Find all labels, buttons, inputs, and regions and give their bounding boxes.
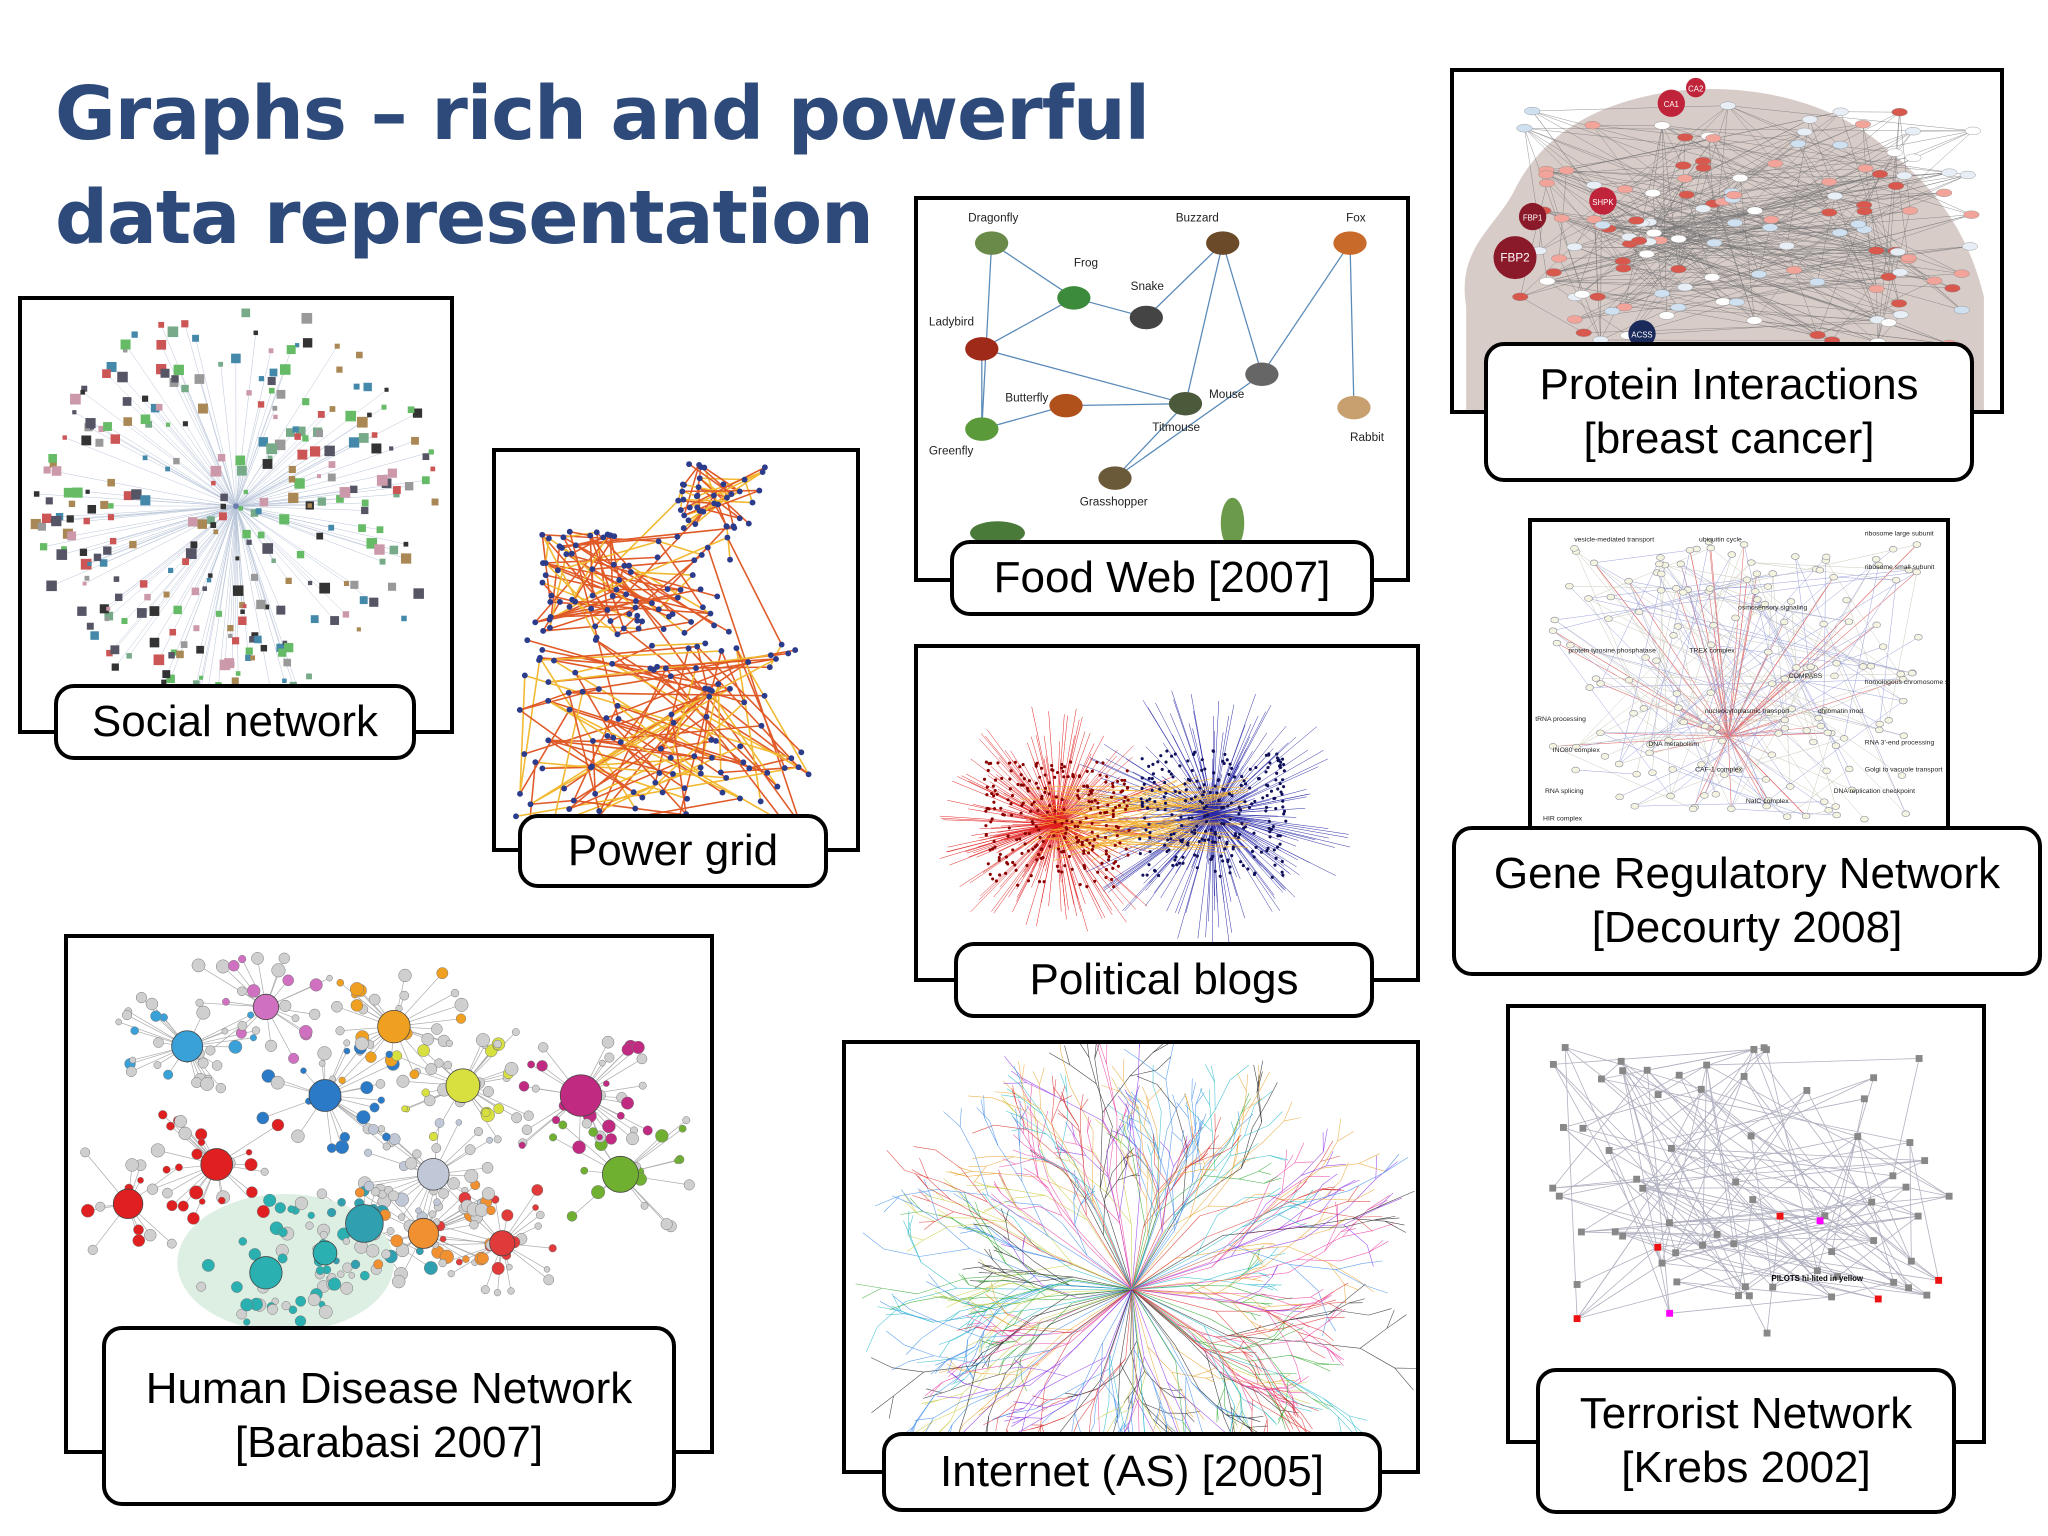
internet-caption-text: Internet (AS) [2005] bbox=[940, 1447, 1324, 1496]
internet-edges bbox=[855, 1044, 1416, 1470]
svg-text:Rabbit: Rabbit bbox=[1350, 431, 1385, 444]
svg-text:tRNA processing: tRNA processing bbox=[1535, 716, 1586, 723]
terrorist-network-panel: PILOTS hi-lited in yellow bbox=[1506, 1004, 1986, 1444]
svg-text:SHPK: SHPK bbox=[1592, 198, 1614, 207]
gene-regulatory-panel: vesicle-mediated transport ubiquitin cycl… bbox=[1528, 518, 1950, 838]
svg-text:Dragonfly: Dragonfly bbox=[968, 212, 1018, 225]
svg-text:Mouse: Mouse bbox=[1209, 388, 1245, 401]
protein-caption-line-1: Protein Interactions bbox=[1539, 360, 1919, 409]
svg-text:Buzzard: Buzzard bbox=[1176, 212, 1219, 225]
political-blogs-caption: Political blogs bbox=[954, 942, 1374, 1018]
power-grid-caption: Power grid bbox=[518, 814, 828, 888]
svg-text:homologous chromosome segregat: homologous chromosome segregation bbox=[1865, 679, 1946, 686]
social-network-caption-text: Social network bbox=[91, 697, 379, 746]
gene-edges bbox=[1552, 541, 1919, 820]
food-animals bbox=[965, 231, 1371, 549]
food-labels: Dragonfly Buzzard FoxFrogSnakeLadybirdButt… bbox=[929, 212, 1385, 509]
gene-labels: vesicle-mediated transport ubiquitin cycl… bbox=[1535, 531, 1946, 823]
terrorist-network-caption: Terrorist Network [Krebs 2002] bbox=[1536, 1368, 1956, 1514]
disease-nodes bbox=[80, 952, 695, 1332]
power-nodes bbox=[513, 461, 812, 837]
svg-text:COMPASS: COMPASS bbox=[1789, 673, 1823, 680]
svg-text:FBP2: FBP2 bbox=[1500, 252, 1529, 265]
food-web-caption: Food Web [2007] bbox=[950, 540, 1374, 616]
terror-edges bbox=[1552, 1047, 1950, 1334]
svg-text:ribosome small subunit: ribosome small subunit bbox=[1865, 564, 1935, 571]
svg-text:FBP1: FBP1 bbox=[1523, 213, 1543, 222]
food-web-caption-text: Food Web [2007] bbox=[993, 553, 1331, 602]
svg-text:Titmouse: Titmouse bbox=[1152, 421, 1200, 434]
title-line-2: data representation bbox=[55, 175, 874, 261]
social-edges bbox=[36, 323, 432, 704]
terror-nodes bbox=[1549, 1044, 1953, 1337]
svg-text:Golgi to vacuole transport: Golgi to vacuole transport bbox=[1865, 767, 1943, 774]
svg-text:CAF-1 complex: CAF-1 complex bbox=[1695, 767, 1743, 774]
svg-text:vesicle-mediated transport: vesicle-mediated transport bbox=[1574, 537, 1654, 544]
terrorist-network-graph: PILOTS hi-lited in yellow bbox=[1549, 1044, 1953, 1337]
svg-text:DNA metabolism: DNA metabolism bbox=[1648, 741, 1699, 748]
svg-text:RNA 3'-end processing: RNA 3'-end processing bbox=[1865, 739, 1935, 746]
svg-text:ACSS: ACSS bbox=[1631, 331, 1652, 340]
svg-text:CA1: CA1 bbox=[1664, 100, 1679, 109]
terror-caption-line-1: Terrorist Network bbox=[1579, 1389, 1913, 1438]
svg-text:Fox: Fox bbox=[1346, 212, 1366, 225]
svg-text:ribosome large subunit: ribosome large subunit bbox=[1865, 531, 1934, 538]
svg-text:nucleocytoplasmic transport: nucleocytoplasmic transport bbox=[1705, 708, 1790, 715]
terror-labels: PILOTS hi-lited in yellow bbox=[1772, 1274, 1864, 1283]
internet-as-graph bbox=[855, 1044, 1416, 1470]
svg-text:Greenfly: Greenfly bbox=[929, 445, 974, 458]
svg-text:chromatin mod.: chromatin mod. bbox=[1818, 708, 1865, 715]
svg-text:Frog: Frog bbox=[1074, 257, 1098, 270]
svg-text:Grasshopper: Grasshopper bbox=[1080, 496, 1148, 509]
political-blogs-panel bbox=[914, 644, 1420, 982]
political-blogs-graph bbox=[939, 690, 1351, 944]
protein-interactions-caption: Protein Interactions [breast cancer] bbox=[1484, 342, 1974, 482]
power-grid-graph bbox=[513, 461, 812, 837]
svg-text:DNA replication checkpoint: DNA replication checkpoint bbox=[1834, 788, 1916, 795]
svg-text:Snake: Snake bbox=[1131, 280, 1165, 293]
svg-text:RNA splicing: RNA splicing bbox=[1545, 788, 1584, 795]
gene-regulatory-graph: vesicle-mediated transport ubiquitin cycl… bbox=[1535, 531, 1946, 823]
political-blogs-caption-text: Political blogs bbox=[1029, 955, 1299, 1004]
protein-nodes bbox=[1493, 77, 1981, 349]
terror-caption-line-2: [Krebs 2002] bbox=[1621, 1443, 1871, 1492]
human-disease-graph bbox=[80, 952, 695, 1332]
svg-text:TREX complex: TREX complex bbox=[1689, 648, 1735, 655]
internet-as-caption: Internet (AS) [2005] bbox=[882, 1432, 1382, 1512]
svg-text:Butterfly: Butterfly bbox=[1005, 392, 1048, 405]
gene-regulatory-caption: Gene Regulatory Network [Decourty 2008] bbox=[1452, 826, 2042, 976]
power-edges bbox=[515, 463, 810, 835]
gene-caption-line-1: Gene Regulatory Network bbox=[1493, 849, 2001, 898]
svg-text:ubiquitin cycle: ubiquitin cycle bbox=[1699, 537, 1742, 544]
internet-as-panel bbox=[842, 1040, 1420, 1474]
power-grid-caption-text: Power grid bbox=[567, 826, 779, 875]
terror-annotation: PILOTS hi-lited in yellow bbox=[1772, 1274, 1864, 1283]
disease-caption-line-1: Human Disease Network bbox=[145, 1364, 633, 1413]
protein-caption-line-2: [breast cancer] bbox=[1583, 414, 1875, 463]
svg-text:osmosensory signaling: osmosensory signaling bbox=[1738, 605, 1808, 612]
disease-caption-line-2: [Barabasi 2007] bbox=[234, 1418, 544, 1467]
title-line-1: Graphs – rich and powerful bbox=[55, 71, 1150, 157]
social-nodes bbox=[30, 308, 439, 707]
svg-text:NatC complex: NatC complex bbox=[1746, 798, 1789, 805]
human-disease-caption: Human Disease Network [Barabasi 2007] bbox=[102, 1326, 676, 1506]
svg-text:INO80 complex: INO80 complex bbox=[1553, 747, 1601, 754]
svg-text:CA2: CA2 bbox=[1688, 85, 1703, 94]
gene-nodes bbox=[1548, 538, 1923, 823]
svg-text:Ladybird: Ladybird bbox=[929, 315, 974, 328]
social-network-graph bbox=[30, 308, 439, 707]
blogs-nodes bbox=[982, 749, 1288, 889]
svg-text:protein tyrosine phosphatase: protein tyrosine phosphatase bbox=[1568, 648, 1656, 655]
svg-text:HIR complex: HIR complex bbox=[1543, 815, 1583, 822]
page-title: Graphs – rich and powerful data represen… bbox=[55, 62, 1150, 270]
gene-caption-line-2: [Decourty 2008] bbox=[1591, 903, 1903, 952]
social-network-panel bbox=[18, 296, 454, 734]
power-grid-panel bbox=[492, 448, 860, 852]
food-web-graph: Dragonfly Buzzard FoxFrogSnakeLadybirdButt… bbox=[929, 212, 1385, 549]
social-network-caption: Social network bbox=[54, 684, 416, 760]
food-arrows bbox=[981, 242, 1355, 479]
